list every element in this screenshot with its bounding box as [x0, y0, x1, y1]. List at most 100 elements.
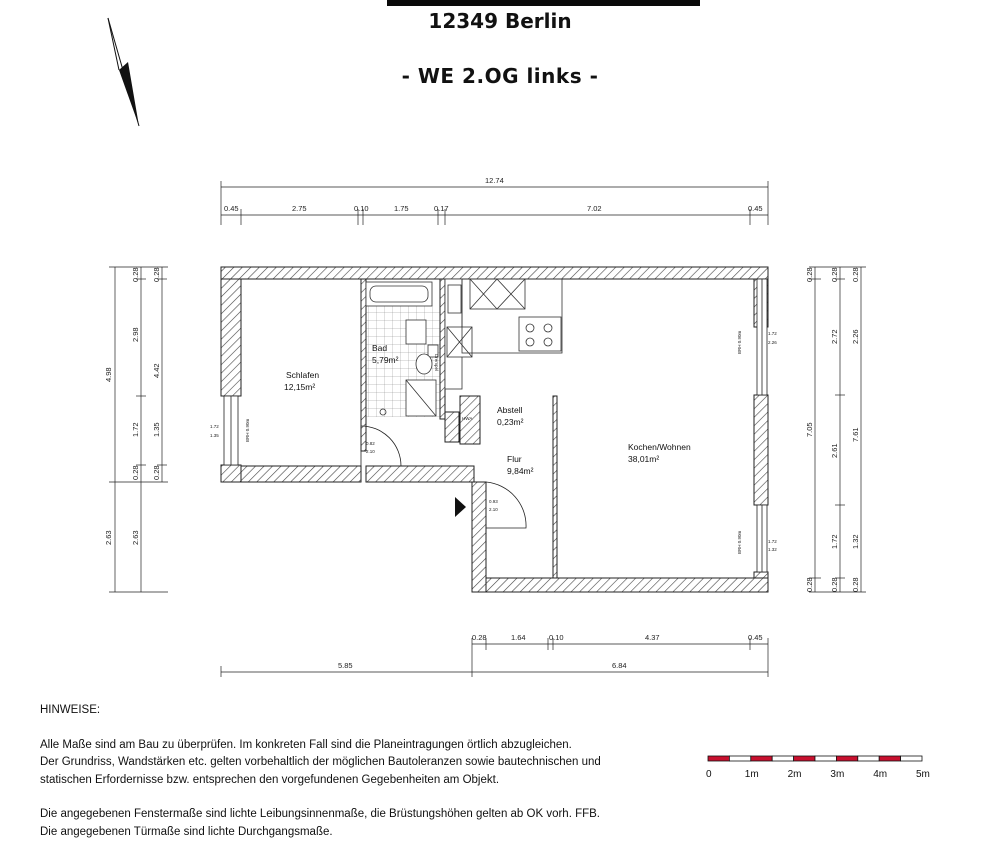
scale-segment	[771, 755, 794, 762]
dim-right-b-0: 0.28	[830, 267, 839, 282]
scale-segment	[814, 755, 837, 762]
dim-right-c-b: 0.28	[851, 577, 860, 592]
window-right-bottom	[756, 504, 768, 573]
room-schlafen-area: 12,15m²	[284, 382, 315, 392]
room-flur-name: Flur	[507, 454, 522, 464]
door-bad-width: 0.82	[366, 441, 375, 446]
dim-top-5: 7.02	[587, 204, 602, 213]
notes-line-3: statischen Erfordernisse bzw. entspreche…	[40, 773, 500, 786]
scale-segment	[878, 755, 901, 762]
dim-left-outer-0: 4.98	[104, 367, 113, 382]
dim-bottom-total-1: 6.84	[612, 661, 627, 670]
hwa-label: HWA	[462, 416, 472, 421]
bathtub	[365, 281, 433, 307]
scale-segment	[750, 755, 773, 762]
drain-icon	[379, 408, 387, 416]
scale-bar-labels: 0 1m 2m 3m 4m 5m	[706, 769, 930, 780]
door-flur-height: 2.10	[489, 507, 498, 512]
window-top-height: 2.26	[768, 340, 777, 345]
dim-right-b-1: 2.72	[830, 329, 839, 344]
dim-right-b-4: 0.28	[830, 577, 839, 592]
scale-label: 0	[706, 769, 712, 780]
room-flur-area: 9,84m²	[507, 466, 534, 476]
dim-left-inner2-b: 0.28	[152, 465, 161, 480]
notes-heading: HINWEISE:	[40, 704, 101, 716]
dim-right-c-0: 2.26	[851, 329, 860, 344]
dim-top-3: 1.75	[394, 204, 409, 213]
scale-segment	[707, 755, 730, 762]
dim-right-b-3: 1.72	[830, 534, 839, 549]
scale-segment	[900, 755, 923, 762]
notes-section: HINWEISE: Alle Maße sind am Bau zu überp…	[40, 702, 660, 841]
scale-segment	[728, 755, 752, 762]
dim-left-inner2-0: 4.42	[152, 363, 161, 378]
dim-top-4: 0.17	[434, 204, 449, 213]
room-kochen-name: Kochen/Wohnen	[628, 442, 691, 452]
brh-left: BRH 0.90m	[245, 418, 250, 442]
room-abstell-name: Abstell	[497, 405, 523, 415]
dim-right-a-2: 0.28	[805, 577, 814, 592]
room-bad-area: 5,79m²	[372, 355, 399, 365]
window-left-width: 1.72	[210, 424, 219, 429]
window-right-top	[756, 278, 768, 396]
dim-bottom-1: 1.64	[511, 633, 526, 642]
window-bottom-height: 1.32	[768, 547, 777, 552]
scale-label: 5m	[916, 769, 930, 780]
room-schlafen-name: Schlafen	[286, 370, 319, 380]
brh-right-bottom: BRH 0.90m	[737, 530, 742, 554]
walls	[220, 266, 769, 593]
dim-left-inner-1: 2.98	[131, 327, 140, 342]
shower	[405, 379, 437, 417]
entrance-arrow-icon	[455, 497, 466, 517]
dim-top-0: 0.45	[224, 204, 239, 213]
notes-line-2: Der Grundriss, Wandstärken etc. gelten v…	[40, 756, 601, 768]
dim-right-c-1: 1.32	[851, 534, 860, 549]
door-flur	[485, 481, 527, 529]
room-kochen-area: 38,01m²	[628, 454, 659, 464]
dim-left-inner-0: 0.28	[131, 267, 140, 282]
dim-left-inner-2: 1.72	[131, 422, 140, 437]
dim-bottom-total-0: 5.85	[338, 661, 353, 670]
room-bad-name: Bad	[372, 343, 387, 353]
page-subtitle-unit: - WE 2.OG links -	[401, 64, 599, 88]
floor-plan: Schlafen 12,15m² Bad 5,79m² Abstell 0,23…	[104, 17, 866, 677]
dim-right-a-0: 0.28	[805, 267, 814, 282]
dim-bottom-2: 0.10	[549, 633, 564, 642]
door-flur-width: 0.93	[489, 499, 498, 504]
toilet	[415, 344, 439, 375]
dim-top-1: 2.75	[292, 204, 307, 213]
dim-left-inner2-a: 0.28	[152, 267, 161, 282]
dim-left-inner2-1: 1.35	[152, 422, 161, 437]
scale-segment	[857, 755, 880, 762]
dim-left-inner-3: 0.28	[131, 465, 140, 480]
drempel-label: Drempel	[434, 354, 439, 371]
window-left-height: 1.35	[210, 433, 219, 438]
washbasin	[405, 319, 427, 345]
room-abstell-area: 0,23m²	[497, 417, 524, 427]
north-arrow-icon	[107, 17, 140, 127]
scale-bar-segments	[707, 755, 923, 762]
door-bad-height: 2.10	[366, 449, 375, 454]
scale-label: 2m	[788, 769, 802, 780]
scale-segment	[835, 755, 859, 762]
dim-top-6: 0.45	[748, 204, 763, 213]
dim-right-c-2: 7.61	[851, 427, 860, 442]
brh-right-top: BRH 0.90m	[737, 330, 742, 354]
window-bottom-width: 1.72	[768, 539, 777, 544]
dim-bottom-0: 0.28	[472, 633, 487, 642]
window-top-width: 1.72	[768, 331, 777, 336]
kitchen-counter	[444, 278, 563, 390]
dim-bottom-3: 4.37	[645, 633, 660, 642]
door-bad	[360, 425, 402, 467]
notes-line-4: Die angegebenen Fenstermaße sind lichte …	[40, 808, 601, 820]
dim-top-total: 12.74	[485, 176, 504, 185]
scale-label: 1m	[745, 769, 759, 780]
header-bar	[387, 0, 700, 6]
dim-right-a-1: 7.05	[805, 422, 814, 437]
window-left	[223, 395, 239, 466]
scale-label: 3m	[830, 769, 844, 780]
dim-left-outer-1: 2.63	[104, 530, 113, 545]
dim-bottom-4: 0.45	[748, 633, 763, 642]
scale-label: 4m	[873, 769, 887, 780]
dimension-lines	[109, 181, 866, 677]
